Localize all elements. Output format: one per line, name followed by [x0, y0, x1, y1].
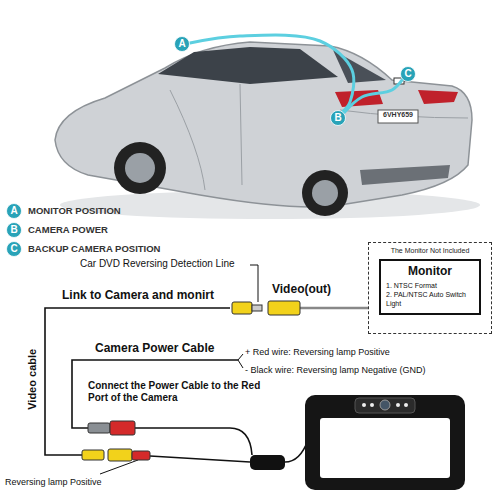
car-body: [55, 42, 472, 207]
circle-shape: [175, 37, 190, 52]
port-label: Video(out): [272, 283, 331, 297]
filter-box: [250, 455, 285, 470]
node-heading: The Monitor Not Included: [369, 243, 491, 254]
car-illustration: [55, 42, 480, 219]
node-text: CAMERA POWER: [28, 223, 108, 237]
node-heading: C: [6, 241, 22, 257]
node-heading: A: [6, 203, 22, 219]
camera-lens: [380, 400, 390, 410]
wheel: [302, 170, 348, 216]
license-plate: [378, 110, 418, 123]
cable-route-line: [344, 80, 402, 113]
detection-leader: [250, 265, 258, 302]
led: [396, 403, 400, 407]
lamp-leader: [100, 460, 138, 474]
red-port: [110, 421, 135, 435]
rca-pin: [252, 305, 262, 311]
circle-shape: [7, 242, 22, 257]
camera-video-lead: [150, 456, 250, 462]
cable-label: Link to Camera and monirt: [62, 289, 214, 303]
red-lead: [132, 451, 150, 460]
plate-frame-camera: [305, 395, 465, 490]
wire-label: - Black wire: Reversing lamp Negative (G…: [245, 365, 426, 375]
led: [362, 403, 366, 407]
wheel: [114, 142, 166, 194]
node-text: BACKUP CAMERA POSITION: [28, 242, 160, 256]
circle-shape: [401, 67, 416, 82]
rear-bumper: [360, 165, 450, 185]
monitor-outline: The Monitor Not IncludedMonitor 1. NTSC F…: [368, 242, 492, 334]
instruction-note: Connect the Power Cable to the Red Port …: [88, 380, 266, 403]
node-heading: B: [6, 222, 22, 238]
callout-circle: C: [400, 66, 416, 82]
camera-lead: [285, 440, 308, 462]
legend-item: CBACKUP CAMERA POSITION: [6, 241, 22, 257]
wire-label: Reversing lamp Positive: [5, 477, 102, 487]
rim: [125, 153, 155, 183]
cable-route-line: [190, 35, 354, 112]
circle-shape: [7, 204, 22, 219]
door-lines: [170, 84, 242, 190]
node-heading: B: [330, 110, 346, 126]
led: [404, 403, 408, 407]
callout-circle: A: [174, 36, 190, 52]
side-windows: [158, 47, 338, 84]
dc-plug: [88, 423, 110, 433]
rca-socket: [108, 449, 132, 461]
node-heading: C: [400, 66, 416, 82]
signal-label: Car DVD Reversing Detection Line: [80, 258, 235, 270]
rim: [312, 180, 338, 206]
node-text: MONITOR POSITION: [28, 204, 121, 218]
camera-power-lead: [135, 428, 252, 455]
camera-housing: [355, 398, 415, 413]
power-fork: [238, 354, 243, 368]
circle-shape: [7, 223, 22, 238]
rca-plug: [232, 302, 252, 314]
legend-item: BCAMERA POWER: [6, 222, 22, 238]
cable-label: Camera Power Cable: [95, 342, 214, 356]
wire-label: + Red wire: Reversing lamp Positive: [245, 347, 390, 357]
taillight: [418, 90, 458, 104]
plate-number: 6VHY659: [378, 111, 418, 119]
circle-shape: [331, 111, 346, 126]
node-text: 1. NTSC Format: [386, 281, 474, 290]
monitor-cable: [300, 307, 368, 310]
node-heading: A: [174, 36, 190, 52]
legend-item: AMONITOR POSITION: [6, 203, 22, 219]
plate-frame: [305, 395, 465, 490]
cable-label: Video cable: [26, 339, 39, 419]
rca-plug: [82, 450, 104, 460]
rca-socket: [268, 301, 300, 315]
callout-circle: B: [330, 110, 346, 126]
node-heading: Monitor: [386, 264, 474, 278]
led: [370, 403, 374, 407]
plate-opening: [320, 418, 450, 478]
monitor-screen: Monitor 1. NTSC Format2. PAL/NTSC Auto Sw…: [379, 259, 481, 315]
node-text: 2. PAL/NTSC Auto Switch Light: [386, 290, 474, 308]
connectors: [82, 301, 300, 470]
